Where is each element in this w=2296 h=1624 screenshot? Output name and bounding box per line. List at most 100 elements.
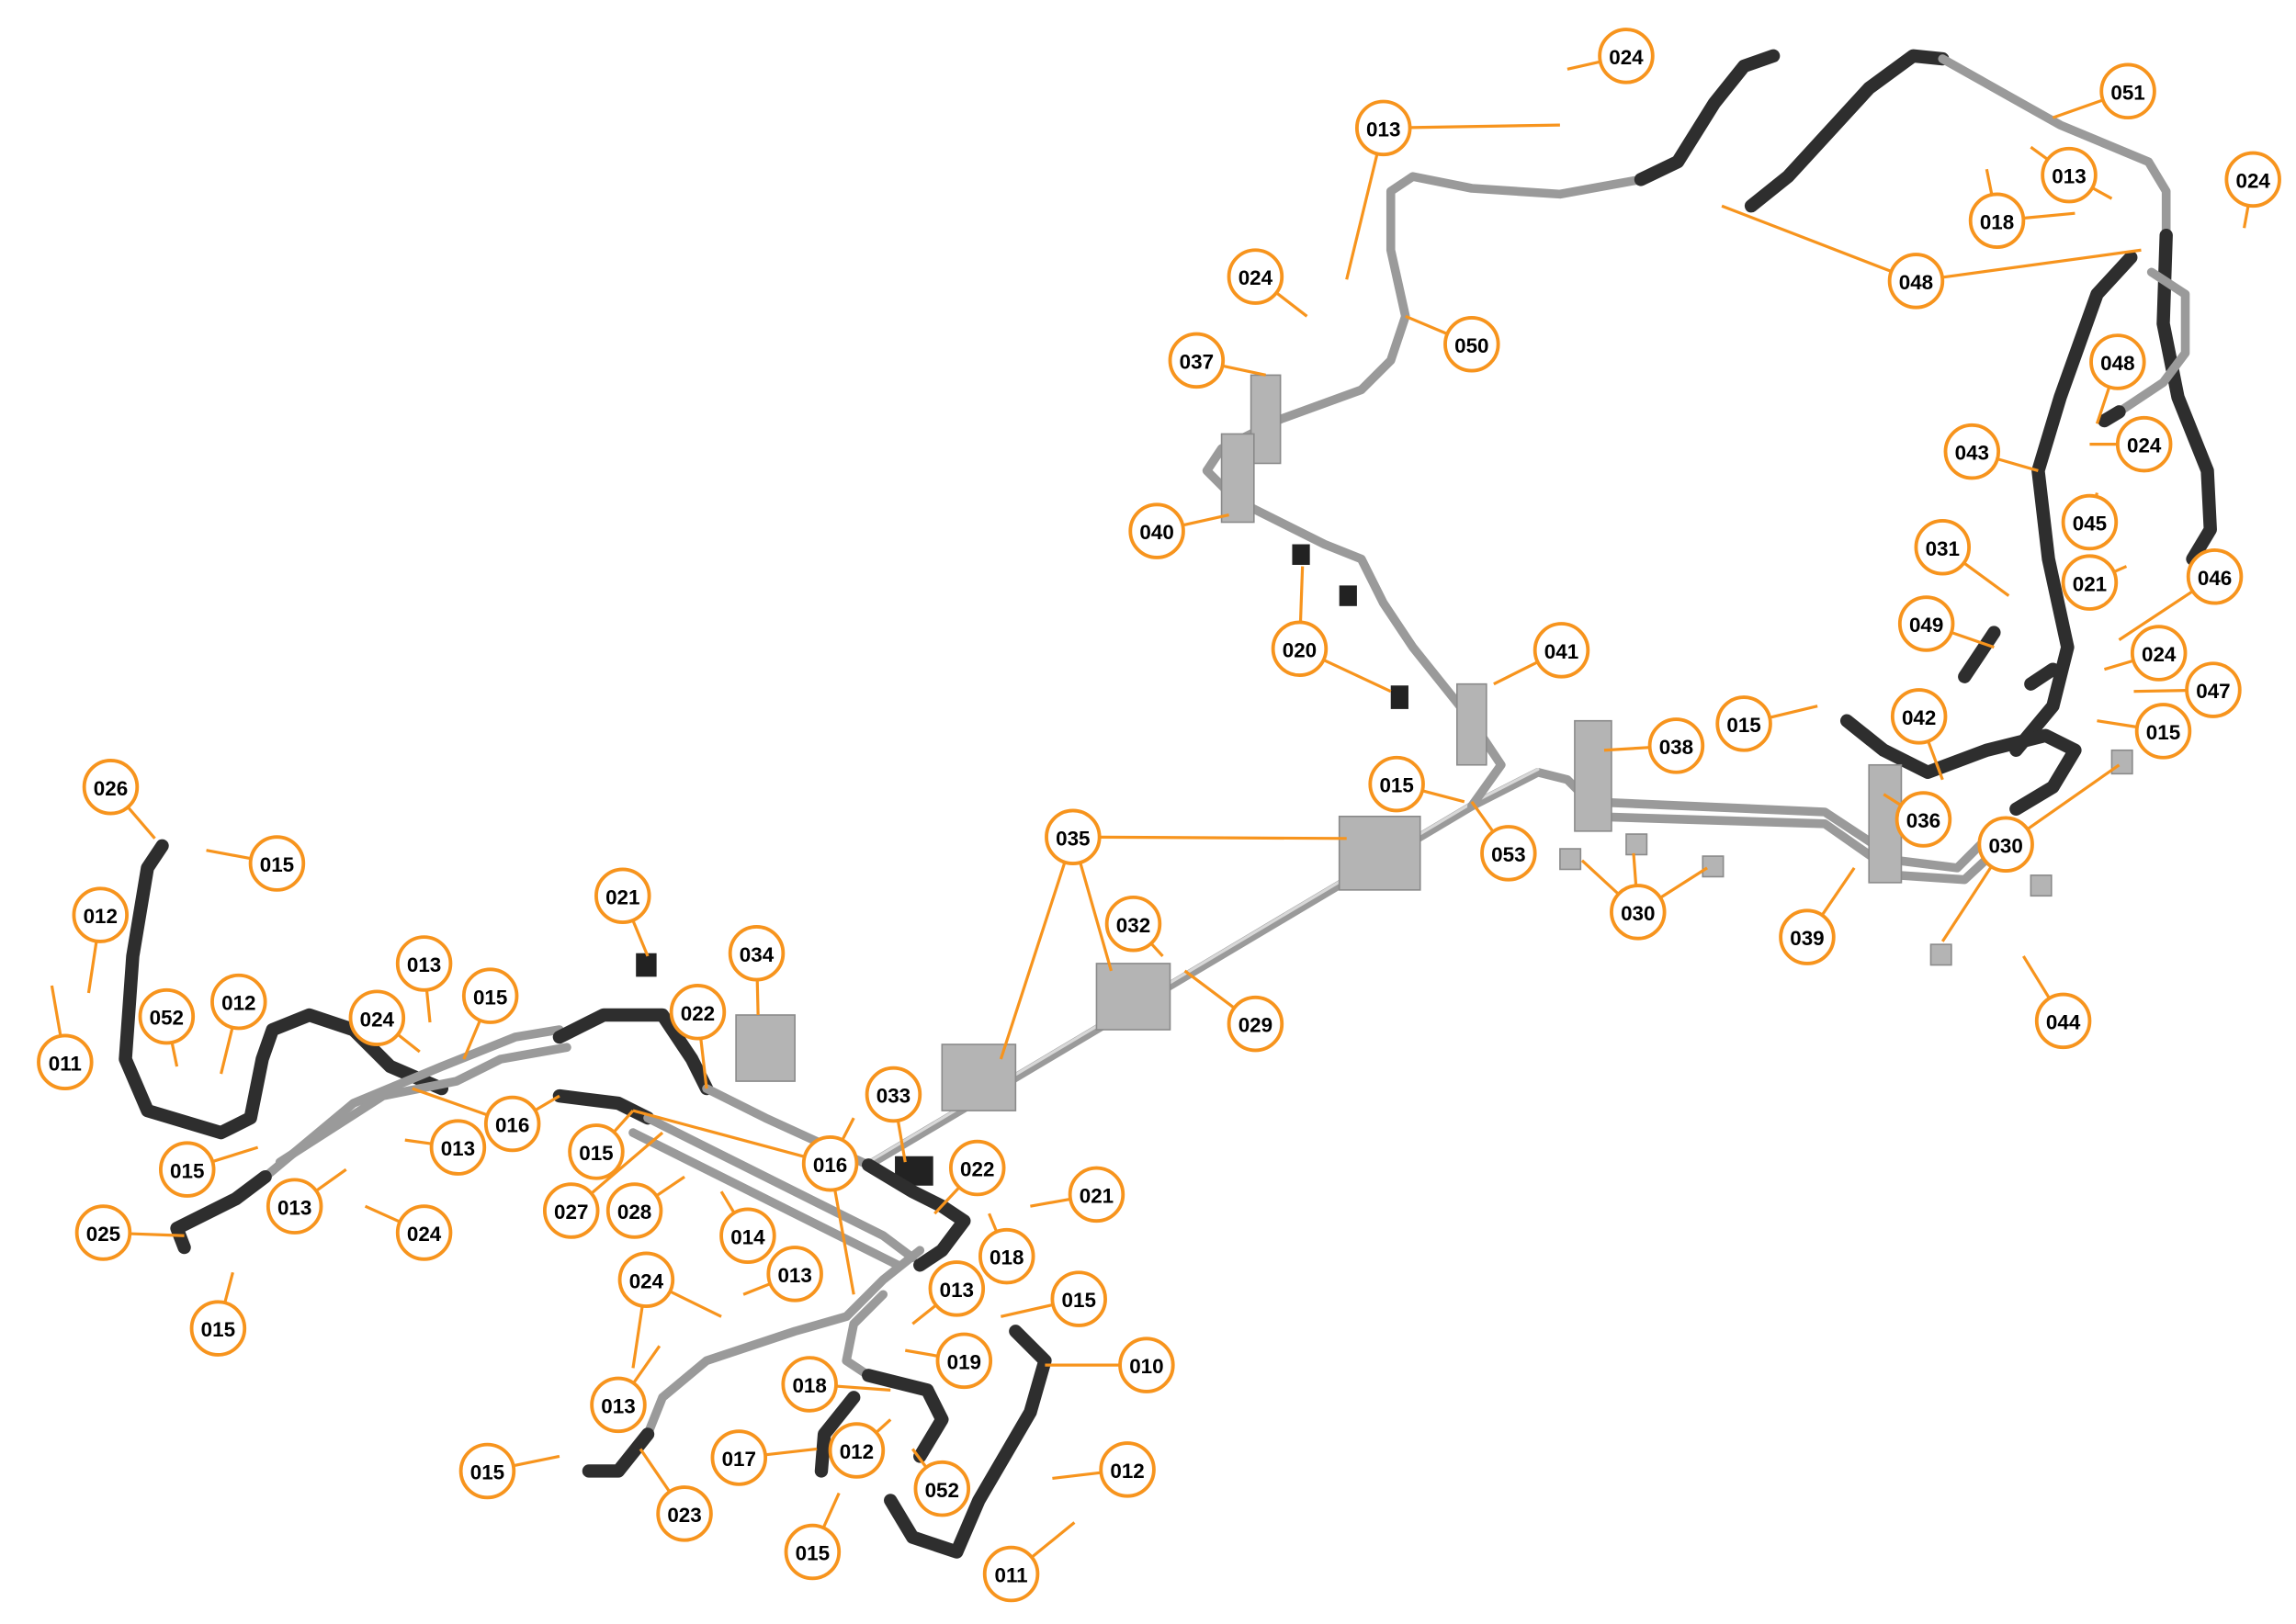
callout-015[interactable]: 015 <box>1001 1270 1107 1327</box>
callout-015[interactable]: 015 <box>1715 695 1818 752</box>
callout-013[interactable]: 013 <box>590 1345 662 1434</box>
callout-021[interactable]: 021 <box>1030 1166 1125 1224</box>
leader-line <box>742 1282 771 1296</box>
callout-030[interactable]: 030 <box>1580 852 1708 941</box>
callout-037[interactable]: 037 <box>1168 332 1266 389</box>
leader-line <box>2097 719 2138 729</box>
callout-015[interactable]: 015 <box>568 1110 635 1180</box>
callout-050[interactable]: 050 <box>1405 314 1500 373</box>
callout-048[interactable]: 048 <box>1721 204 2142 310</box>
callout-027[interactable]: 027 <box>542 1131 664 1239</box>
callout-bubble <box>461 967 519 1024</box>
leader-line <box>223 1271 234 1303</box>
callout-046[interactable]: 046 <box>2118 548 2244 641</box>
callout-015[interactable]: 015 <box>206 835 306 892</box>
callout-018[interactable]: 018 <box>781 1356 891 1413</box>
leader-line <box>1345 152 1379 280</box>
callout-013[interactable]: 013 <box>395 935 453 1023</box>
callout-026[interactable]: 026 <box>82 759 156 840</box>
callout-bubble <box>784 1523 842 1581</box>
callout-015[interactable]: 015 <box>159 1141 259 1198</box>
callout-041[interactable]: 041 <box>1493 622 1590 686</box>
callout-bubble <box>2115 415 2173 473</box>
callout-028[interactable]: 028 <box>605 1175 685 1239</box>
callout-013[interactable]: 013 <box>266 1167 347 1235</box>
callout-017[interactable]: 017 <box>710 1429 818 1486</box>
callout-024[interactable]: 024 <box>1566 28 1655 85</box>
callout-015[interactable]: 015 <box>1368 755 1465 813</box>
callout-023[interactable]: 023 <box>639 1448 713 1542</box>
callout-018[interactable]: 018 <box>978 1212 1035 1285</box>
callout-bubble <box>1598 28 1655 85</box>
callout-022[interactable]: 022 <box>669 984 727 1089</box>
callout-number: 030 <box>1621 902 1655 925</box>
callout-013[interactable]: 013 <box>742 1246 823 1303</box>
callout-043[interactable]: 043 <box>1943 423 2039 480</box>
callout-011[interactable]: 011 <box>37 985 94 1090</box>
callout-019[interactable]: 019 <box>904 1332 993 1390</box>
callout-052[interactable]: 052 <box>910 1448 971 1517</box>
callout-024[interactable]: 024 <box>2089 415 2173 473</box>
callout-bubble <box>1890 688 1948 745</box>
callout-024[interactable]: 024 <box>2224 151 2281 229</box>
callout-025[interactable]: 025 <box>74 1204 185 1261</box>
callout-013[interactable]: 013 <box>911 1260 986 1325</box>
callout-032[interactable]: 032 <box>1104 895 1164 958</box>
callout-020[interactable]: 020 <box>1271 566 1392 694</box>
callout-015[interactable]: 015 <box>458 1442 560 1500</box>
callout-039[interactable]: 039 <box>1779 866 1856 965</box>
callout-021[interactable]: 021 <box>594 867 651 957</box>
callout-035[interactable]: 035 <box>999 808 1347 1060</box>
callout-024[interactable]: 024 <box>348 989 421 1054</box>
callout-012[interactable]: 012 <box>210 973 267 1075</box>
callout-015[interactable]: 015 <box>461 967 519 1060</box>
callout-013[interactable]: 013 <box>2030 145 2113 204</box>
callout-011[interactable]: 011 <box>982 1521 1076 1603</box>
parts-drawing <box>119 49 2217 1559</box>
callout-024[interactable]: 024 <box>2103 625 2188 682</box>
callout-016[interactable]: 016 <box>412 1087 560 1153</box>
callout-033[interactable]: 033 <box>865 1066 922 1163</box>
callout-012[interactable]: 012 <box>72 886 130 994</box>
callout-034[interactable]: 034 <box>728 924 786 1016</box>
callout-051[interactable]: 051 <box>2052 62 2156 120</box>
callout-012[interactable]: 012 <box>828 1418 892 1479</box>
callout-018[interactable]: 018 <box>1968 168 2075 249</box>
callout-016[interactable]: 016 <box>632 1109 859 1295</box>
callout-036[interactable]: 036 <box>1883 791 1952 848</box>
callout-010[interactable]: 010 <box>1045 1336 1175 1393</box>
callout-024[interactable]: 024 <box>617 1251 722 1369</box>
callout-014[interactable]: 014 <box>719 1190 776 1264</box>
callout-040[interactable]: 040 <box>1128 502 1229 559</box>
callout-021[interactable]: 021 <box>2061 554 2128 611</box>
callout-042[interactable]: 042 <box>1890 688 1948 781</box>
callout-031[interactable]: 031 <box>1914 518 2010 597</box>
callout-bubble <box>1271 620 1329 677</box>
brackets <box>636 374 2133 1186</box>
callout-bubble <box>395 935 453 992</box>
callout-048[interactable]: 048 <box>2089 333 2146 424</box>
callout-044[interactable]: 044 <box>2021 955 2092 1050</box>
callout-024[interactable]: 024 <box>1227 248 1308 318</box>
callout-045[interactable]: 045 <box>2061 492 2119 551</box>
callout-013[interactable]: 013 <box>404 1119 487 1176</box>
callout-number: 015 <box>260 853 294 876</box>
callout-053[interactable]: 053 <box>1470 800 1537 882</box>
callout-012[interactable]: 012 <box>1052 1441 1156 1498</box>
callout-030[interactable]: 030 <box>1940 763 2121 942</box>
callout-013[interactable]: 013 <box>1345 99 1560 280</box>
callout-047[interactable]: 047 <box>2133 661 2242 718</box>
callout-015[interactable]: 015 <box>2097 703 2192 760</box>
leader-line <box>764 1447 818 1457</box>
callout-number: 024 <box>407 1223 442 1246</box>
callout-038[interactable]: 038 <box>1603 717 1705 774</box>
callout-number: 023 <box>667 1504 701 1527</box>
callout-number: 015 <box>1062 1289 1096 1312</box>
callout-049[interactable]: 049 <box>1897 595 1995 652</box>
callout-052[interactable]: 052 <box>138 987 196 1067</box>
callout-024[interactable]: 024 <box>364 1204 453 1261</box>
callout-015[interactable]: 015 <box>784 1492 842 1581</box>
callout-015[interactable]: 015 <box>189 1271 247 1357</box>
callout-029[interactable]: 029 <box>1183 969 1284 1053</box>
callout-022[interactable]: 022 <box>933 1139 1006 1215</box>
